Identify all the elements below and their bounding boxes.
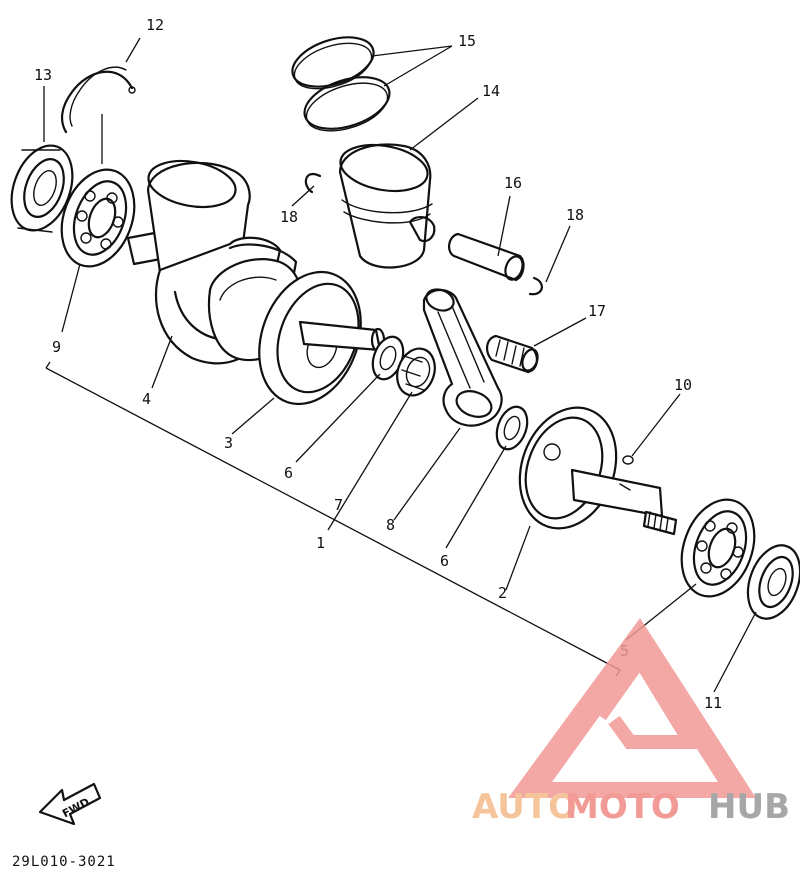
- piston-pin: [448, 232, 525, 282]
- watermark-text: AUTO MOTO HUB: [472, 787, 790, 827]
- leader-lines: [43, 37, 757, 693]
- callout-12: 12: [146, 16, 164, 34]
- piston-rings: [291, 36, 391, 132]
- callout-14: 14: [482, 82, 500, 100]
- callout-15: 15: [458, 32, 476, 50]
- callout-3: 3: [224, 434, 233, 452]
- needle-bearing-crankpin: [396, 347, 436, 397]
- callout-7: 7: [334, 496, 343, 514]
- part-code: 29L010-3021: [12, 854, 116, 870]
- callout-8: 8: [386, 516, 395, 534]
- callout-9: 9: [52, 338, 61, 356]
- callout-18-upper: 18: [280, 208, 298, 226]
- watermark-hub: HUB: [708, 787, 790, 827]
- needle-bearing-small-end: [486, 334, 539, 374]
- circlip-pin-upper: [304, 173, 322, 194]
- callout-13: 13: [34, 66, 52, 84]
- oil-seal-right: [746, 544, 800, 620]
- callout-17: 17: [588, 302, 606, 320]
- callout-10: 10: [674, 376, 692, 394]
- bearing-left: [60, 168, 136, 268]
- piston: [338, 143, 436, 269]
- automotohub-logo-icon: [508, 618, 756, 798]
- fwd-arrow-icon: FWD: [38, 782, 102, 826]
- oil-seal-left: [10, 144, 74, 233]
- callout-16: 16: [504, 174, 522, 192]
- watermark-auto: AUTO: [472, 787, 577, 827]
- callout-18-lower: 18: [566, 206, 584, 224]
- callout-6-right: 6: [440, 552, 449, 570]
- watermark-moto: MOTO: [565, 787, 680, 827]
- callout-1: 1: [316, 534, 325, 552]
- callout-4: 4: [142, 390, 151, 408]
- crank-half-middle: [258, 270, 386, 406]
- circlip-pin-lower: [528, 276, 543, 296]
- callout-labels: 12 13 15 14 16 18 18 17 9 4 3 6 7 1 8 6 …: [34, 16, 722, 712]
- circlip-large: [60, 66, 136, 134]
- callout-11: 11: [704, 694, 722, 712]
- connecting-rod: [422, 288, 503, 427]
- callout-6-left: 6: [284, 464, 293, 482]
- callout-2: 2: [498, 584, 507, 602]
- bearing-right: [680, 498, 756, 598]
- crank-half-right: [518, 406, 678, 536]
